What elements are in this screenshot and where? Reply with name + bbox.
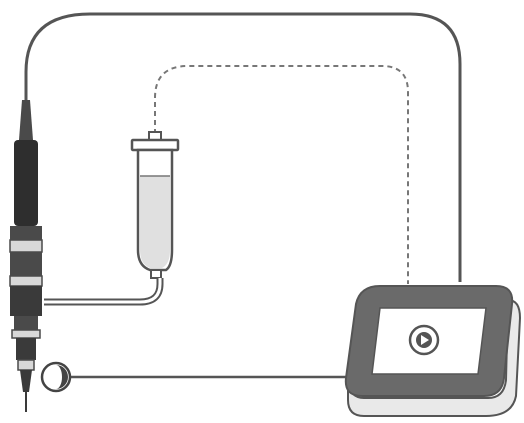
fluid-tube [44, 278, 164, 306]
monitor-icon [344, 285, 522, 417]
play-icon[interactable] [408, 324, 440, 356]
air-tube-dashed [154, 65, 409, 284]
sensor-icon [40, 361, 72, 393]
syringe-icon [130, 131, 180, 279]
power-cable [24, 12, 462, 282]
handpiece-icon [9, 100, 43, 412]
fluid-tube-inner [44, 278, 162, 304]
